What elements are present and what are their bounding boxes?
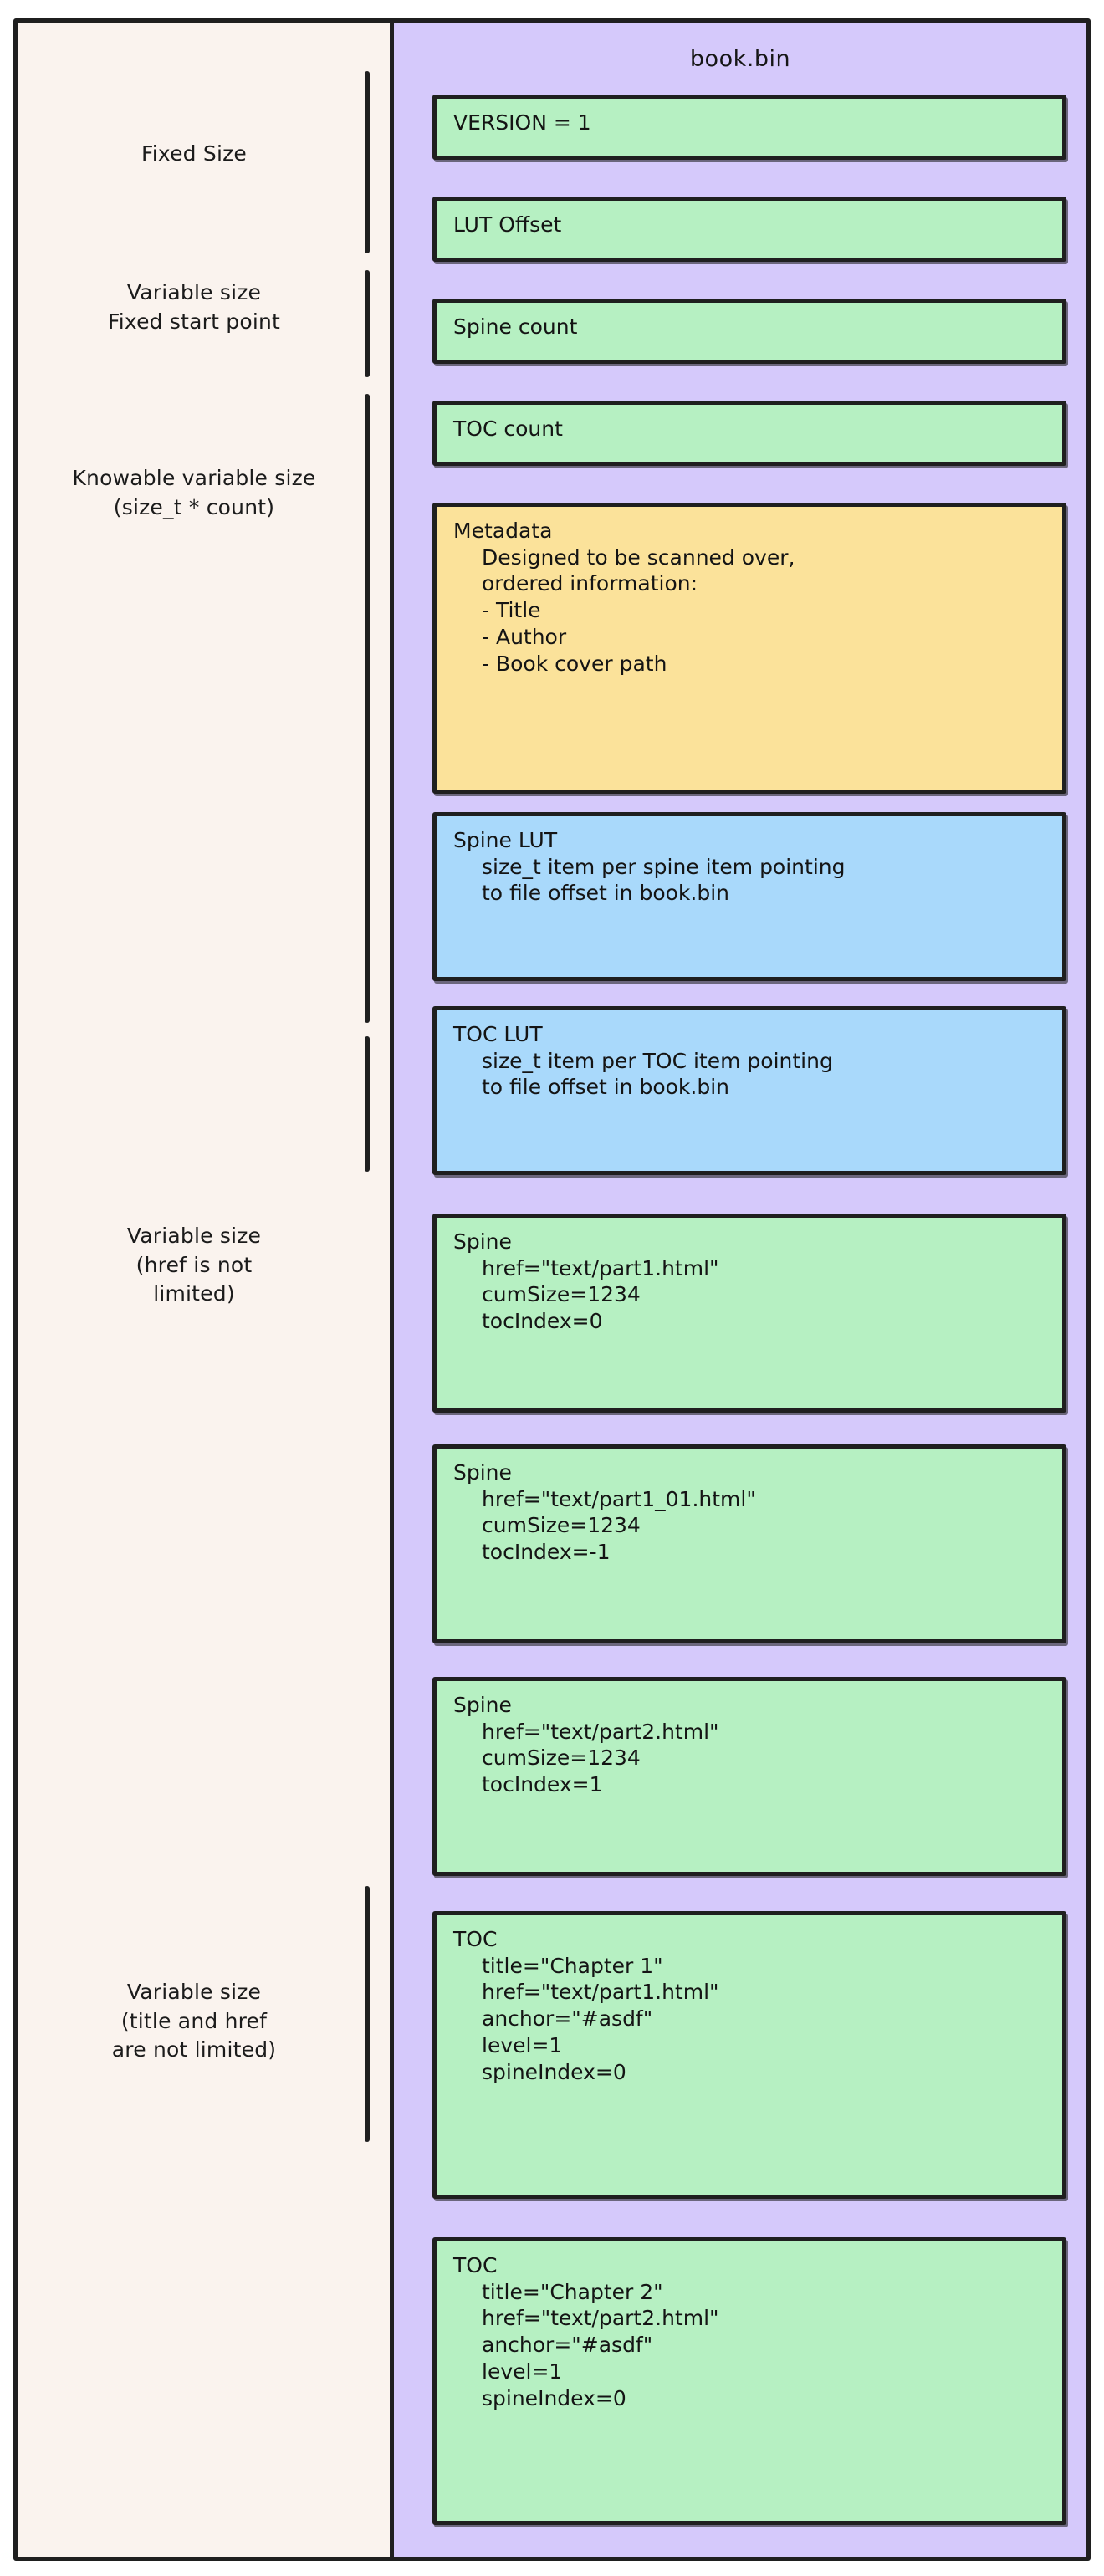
block-spine-count[interactable]: Spine count (432, 299, 1066, 364)
block-lut-offset-title: LUT Offset (453, 212, 562, 237)
block-spine-1[interactable]: Spine href="text/part1.html" cumSize=123… (432, 1214, 1066, 1413)
block-toc-2-title: TOC (453, 2253, 498, 2277)
block-spine-2-body: href="text/part1_01.html" cumSize=1234 t… (482, 1486, 756, 1565)
group-label-variable-title-href: Variable size (title and href are not li… (111, 1980, 277, 2062)
block-metadata-title: Metadata (453, 519, 553, 543)
group-bracket-variable-fixed-start (365, 270, 370, 377)
file-title: book.bin (689, 46, 791, 72)
block-metadata[interactable]: Metadata Designed to be scanned over, or… (432, 503, 1066, 794)
block-spine-3[interactable]: Spine href="text/part2.html" cumSize=123… (432, 1677, 1066, 1876)
block-toc-lut-title: TOC LUT (453, 1022, 543, 1046)
group-bracket-variable-href (365, 1036, 370, 1172)
block-spine-1-title: Spine (453, 1229, 512, 1254)
block-lut-offset[interactable]: LUT Offset (432, 197, 1066, 262)
block-toc-2-body: title="Chapter 2" href="text/part2.html"… (482, 2279, 719, 2410)
block-spine-lut[interactable]: Spine LUT size_t item per spine item poi… (432, 812, 1066, 981)
block-toc-1-title: TOC (453, 1927, 498, 1951)
block-toc-lut[interactable]: TOC LUT size_t item per TOC item pointin… (432, 1006, 1066, 1175)
block-spine-1-body: href="text/part1.html" cumSize=1234 tocI… (482, 1255, 719, 1334)
block-metadata-body: Designed to be scanned over, ordered inf… (482, 544, 795, 676)
group-label-knowable-variable: Knowable variable size (size_t * count) (72, 466, 316, 519)
block-version-title: VERSION = 1 (453, 110, 591, 135)
block-toc-count-title: TOC count (453, 417, 563, 441)
file-layout-diagram: Fixed Size Variable size Fixed start poi… (13, 18, 1091, 2561)
block-toc-1[interactable]: TOC title="Chapter 1" href="text/part1.h… (432, 1911, 1066, 2199)
group-label-variable-fixed-start: Variable size Fixed start point (107, 280, 281, 334)
block-spine-2-title: Spine (453, 1460, 512, 1485)
annotation-column: Fixed Size Variable size Fixed start poi… (18, 23, 394, 2557)
block-toc-lut-body: size_t item per TOC item pointing to fil… (482, 1048, 833, 1100)
block-spine-3-title: Spine (453, 1693, 512, 1717)
block-toc-count[interactable]: TOC count (432, 401, 1066, 466)
group-bracket-knowable-variable (365, 394, 370, 1023)
group-label-fixed-size: Fixed Size (141, 141, 248, 166)
group-label-variable-href: Variable size (href is not limited) (126, 1224, 262, 1306)
group-bracket-fixed-size (365, 71, 370, 253)
block-spine-2[interactable]: Spine href="text/part1_01.html" cumSize=… (432, 1444, 1066, 1643)
block-version[interactable]: VERSION = 1 (432, 95, 1066, 160)
file-column: book.bin VERSION = 1 LUT Offset Spine co… (394, 23, 1086, 2557)
block-spine-3-body: href="text/part2.html" cumSize=1234 tocI… (482, 1719, 719, 1797)
block-toc-2[interactable]: TOC title="Chapter 2" href="text/part2.h… (432, 2237, 1066, 2525)
group-bracket-variable-title-href (365, 1886, 370, 2142)
block-spine-count-title: Spine count (453, 314, 578, 339)
block-toc-1-body: title="Chapter 1" href="text/part1.html"… (482, 1953, 719, 2084)
block-spine-lut-title: Spine LUT (453, 828, 558, 852)
block-spine-lut-body: size_t item per spine item pointing to f… (482, 854, 846, 906)
